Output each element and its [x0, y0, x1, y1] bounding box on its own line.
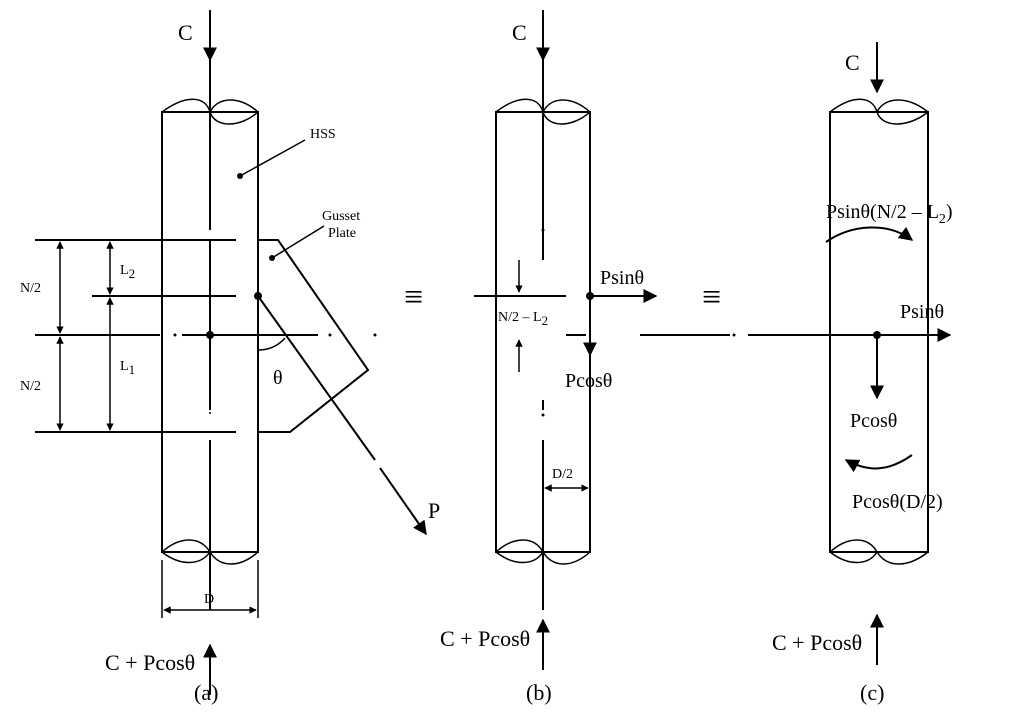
psin-label-b: Psinθ: [600, 267, 644, 289]
top-load-label-c: C: [845, 50, 860, 75]
moment-arrow-top: [825, 226, 914, 243]
gusset-label-1: Gusset: [322, 209, 360, 224]
caption-b: (b): [526, 680, 552, 705]
theta-label-a: θ: [273, 367, 283, 389]
moment-bottom-label: Pcosθ(D/2): [852, 491, 943, 513]
hss-label: HSS: [310, 127, 336, 142]
top-load-label-b: C: [512, 20, 527, 45]
n2-lower-label: N/2: [20, 379, 41, 394]
panel-b: C Psinθ N/2 – L2 Pcosθ D/2 C + Pcosθ (b): [440, 10, 830, 705]
half-d-label-b: D/2: [552, 467, 573, 482]
panel-c: C Psinθ(N/2 – L2) Psinθ Pcosθ Pcosθ(D/2)…: [772, 42, 953, 705]
top-load-label-a: C: [178, 20, 193, 45]
pcos-label-c: Pcosθ: [850, 410, 897, 432]
moment-arrow-bottom: [844, 454, 913, 473]
bottom-load-label-b: C + Pcosθ: [440, 626, 530, 651]
equivalence-symbol-1: ≡: [404, 279, 423, 316]
n2-upper-label: N/2: [20, 281, 41, 296]
offset-label-b: N/2 – L2: [498, 310, 548, 328]
moment-top-label: Psinθ(N/2 – L2): [826, 201, 953, 227]
p-label: P: [428, 498, 440, 523]
pcos-label-b: Pcosθ: [565, 370, 612, 392]
d-label: D: [204, 592, 214, 607]
l2-label: L2: [120, 263, 135, 281]
equivalence-symbol-2: ≡: [702, 279, 721, 316]
panel-a: C HSS Gusset Plate N/2 N/2 L2 L1 θ P D C…: [20, 10, 440, 705]
bottom-load-label-c: C + Pcosθ: [772, 630, 862, 655]
psin-label-c: Psinθ: [900, 301, 944, 323]
gusset-label-2: Plate: [328, 226, 356, 241]
l1-label: L1: [120, 359, 135, 377]
caption-a: (a): [194, 680, 218, 705]
caption-c: (c): [860, 680, 884, 705]
bottom-load-label-a: C + Pcosθ: [105, 650, 195, 675]
